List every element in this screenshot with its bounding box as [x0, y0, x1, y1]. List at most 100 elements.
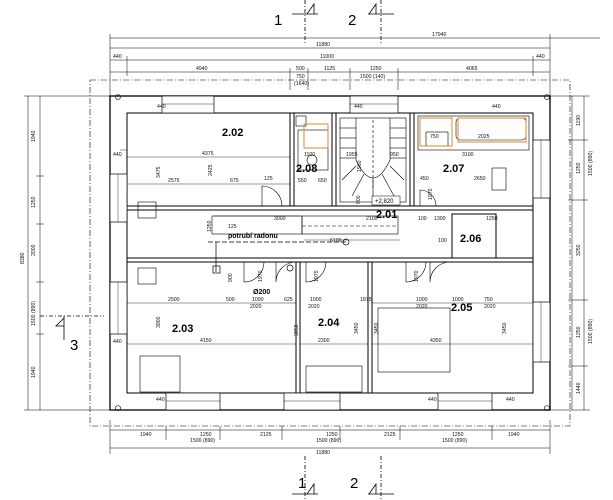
dim-left-1250: 1250	[31, 196, 37, 208]
right-dimension-lines	[550, 95, 590, 411]
section-label-3: 3	[70, 337, 78, 354]
diameter-label: Ø200	[253, 289, 270, 296]
dim-bottom-1500-890b: 1500 (890)	[316, 438, 341, 444]
dim-building-top: 11880	[316, 42, 330, 48]
dim-left-1500-890: 1500 (890)	[31, 301, 37, 326]
dim-bottom-1500-890a: 1500 (890)	[190, 438, 215, 444]
dim-1250: 1250	[370, 66, 382, 72]
top-dimension-lines	[109, 34, 600, 100]
radon-pipe	[208, 238, 350, 274]
dim-bottom-2125b: 2125	[384, 432, 396, 438]
room-2-04: 2.04	[318, 317, 340, 329]
furniture	[137, 201, 451, 393]
dim-i125b: 125	[228, 224, 237, 230]
staircase	[339, 117, 407, 203]
dim-right-1500-890a: 1500 (890)	[588, 151, 594, 176]
dim-i900b: 900	[228, 273, 234, 282]
dim-left-wall: 440	[113, 54, 122, 60]
room-2-08: 2.08	[296, 163, 317, 175]
room-2-06: 2.06	[460, 233, 481, 245]
dim-i1875: 1875	[360, 297, 372, 303]
dim-building-bottom: 11880	[316, 450, 330, 456]
dim-4940: 4940	[196, 66, 208, 72]
room-2-07: 2.07	[443, 163, 464, 175]
dim-left-2000: 2000	[31, 244, 37, 256]
bottom-dimension-lines	[109, 420, 551, 454]
dim-i440f: 440	[156, 397, 165, 403]
dim-i440h: 440	[506, 397, 515, 403]
bathroom-fixtures	[295, 115, 530, 191]
interior-walls	[127, 113, 533, 393]
dim-i1970d: 1970	[428, 188, 434, 200]
dim-i2650: 2650	[474, 176, 486, 182]
room-2-03: 2.03	[172, 323, 193, 335]
dim-1500-140: 1500 (140)	[360, 74, 385, 80]
left-dimension-lines	[24, 95, 110, 411]
section-label-1-top: 1	[274, 12, 282, 29]
dim-i100b: 100	[438, 238, 447, 244]
dim-left-1940a: 1940	[31, 130, 37, 142]
dim-i2575: 2575	[168, 178, 180, 184]
dim-1125: 1125	[324, 66, 335, 72]
outline-frame	[89, 79, 571, 427]
dim-i440a: 440	[157, 104, 166, 110]
dim-bottom-2125a: 2125	[260, 432, 272, 438]
room-2-01: 2.01	[376, 209, 397, 221]
dim-i440b: 440	[354, 104, 363, 110]
dim-i3450c: 3450	[502, 322, 508, 334]
dim-right-1250b: 1250	[576, 326, 582, 338]
interior-dimension-lines	[120, 149, 533, 345]
dim-bottom-1940b: 1940	[508, 432, 520, 438]
dim-middle: 11000	[320, 54, 334, 60]
dim-i750b: 750	[484, 297, 493, 303]
tile-highlight	[303, 117, 527, 149]
section-label-2-top: 2	[348, 12, 356, 29]
dim-i3450a: 3450	[354, 322, 360, 334]
dim-1640: (1640)	[294, 81, 309, 87]
corner-mark-tl	[115, 94, 121, 100]
dim-i1000d: 1000	[452, 297, 464, 303]
dim-right-wall: 440	[536, 54, 545, 60]
dim-i650: 650	[318, 178, 327, 184]
dim-i1250b: 1250	[207, 220, 213, 232]
dim-i125a: 125	[264, 176, 273, 182]
dim-4065: 4065	[466, 66, 478, 72]
dim-right-1250a: 1250	[576, 162, 582, 174]
dim-i2020c: 2020	[416, 304, 428, 310]
dim-i440d: 440	[113, 152, 122, 158]
dim-i2100: 2100	[366, 216, 378, 222]
dim-750: 750	[296, 74, 305, 80]
doors	[243, 185, 451, 283]
dim-bottom-1500-890c: 1500 (890)	[442, 438, 467, 444]
corner-mark-tr	[544, 94, 550, 100]
dim-bottom-1250b: 1250	[326, 432, 338, 438]
dim-i1250: 1250	[486, 216, 498, 222]
section-label-2-bottom: 2	[350, 475, 358, 492]
dim-i3450b: 3450	[374, 322, 380, 334]
radon-pipe-label: potrubí radonu	[228, 233, 278, 240]
dim-i1960: 1960	[357, 160, 363, 172]
level-box	[371, 195, 401, 206]
room-2-05: 2.05	[451, 302, 472, 314]
section-label-1-bottom: 1	[298, 475, 306, 492]
section-markers-bottom	[292, 456, 394, 500]
dim-i550: 550	[298, 178, 307, 184]
dim-left-total: 8380	[20, 252, 26, 264]
section-marker-3	[40, 315, 104, 340]
dim-i4375: 4375	[202, 151, 214, 157]
dim-i450: 450	[420, 176, 429, 182]
dim-i750: 750	[430, 134, 439, 140]
dim-i440c: 440	[492, 104, 501, 110]
dim-i6100: 6100	[330, 238, 342, 244]
dim-i2020b: 2020	[308, 304, 320, 310]
dim-bottom-1250c: 1250	[452, 432, 464, 438]
dim-i3900: 3900	[156, 316, 162, 328]
dim-i1100: 1100	[304, 152, 315, 158]
dim-i2425: 2425	[208, 164, 214, 176]
dim-i4350: 4350	[430, 338, 442, 344]
section-markers-top	[292, 0, 394, 44]
dim-i1300: 1300	[434, 216, 446, 222]
level-mark: +2,820	[375, 199, 394, 205]
dim-i1970c: 1970	[414, 270, 420, 282]
